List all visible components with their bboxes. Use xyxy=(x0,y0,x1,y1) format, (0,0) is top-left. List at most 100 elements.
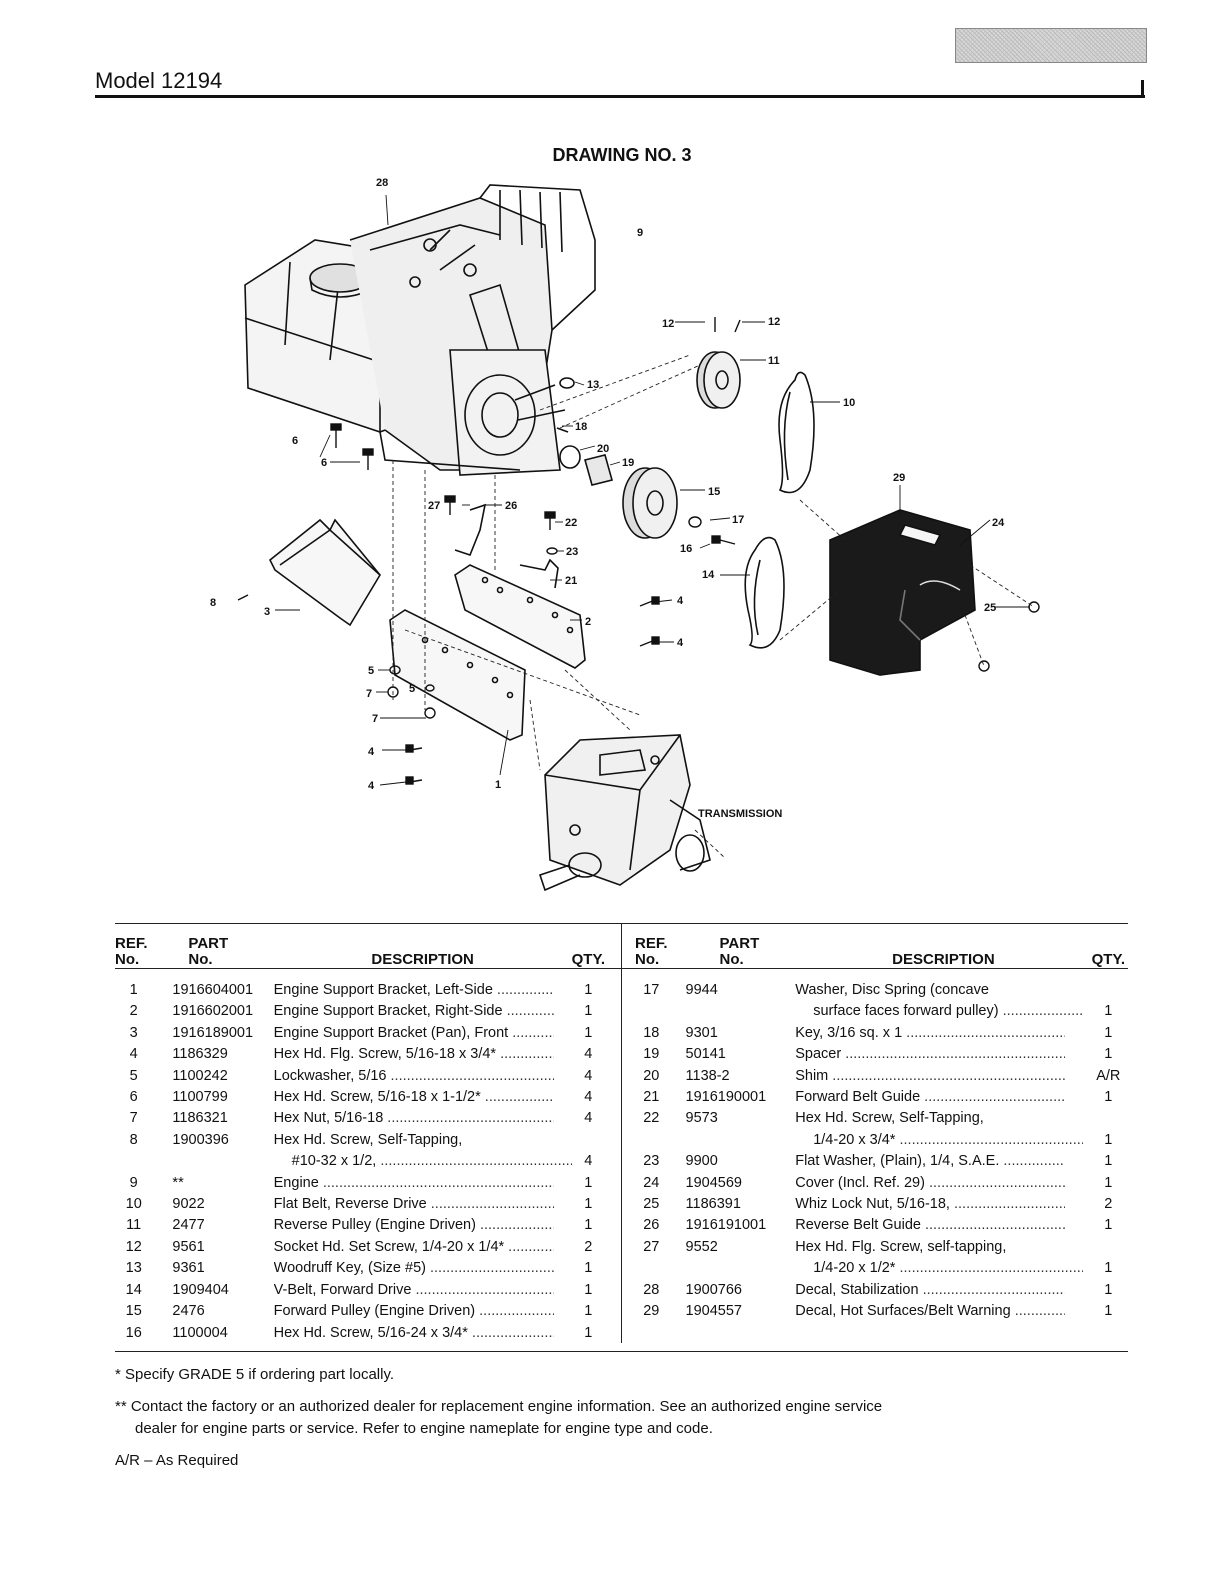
description-text: #10-32 x 1/2, xyxy=(274,1151,572,1172)
part-number-cell: 9573 xyxy=(685,1110,718,1127)
description-cell: Socket Hd. Set Screw, 1/4-20 x 1/4* xyxy=(274,1237,572,1258)
quantity-cell: 1 xyxy=(1104,1217,1113,1234)
quantity-cell: 4 xyxy=(584,1110,593,1127)
ref-cell: 27 xyxy=(643,1238,660,1255)
description-cell: Hex Nut, 5/16-18 xyxy=(274,1108,572,1129)
description-cell: Flat Washer, (Plain), 1/4, S.A.E. xyxy=(795,1151,1091,1172)
description-text: Hex Hd. Screw, 5/16-24 x 3/4* xyxy=(274,1323,554,1344)
callout-7b: 7 xyxy=(372,713,378,725)
description-text: Forward Belt Guide xyxy=(795,1087,1065,1108)
quantity-cell: 1 xyxy=(1104,1303,1113,1320)
header-tick xyxy=(1141,80,1144,98)
part-number-cell: 9944 xyxy=(685,982,718,998)
description-text: Woodruff Key, (Size #5) xyxy=(274,1258,554,1279)
table-bottom-rule xyxy=(115,1351,1128,1352)
description-cell: 1/4-20 x 3/4* xyxy=(795,1130,1091,1151)
part-number-cell: 1909404 xyxy=(172,1281,229,1298)
callout-6a: 6 xyxy=(292,435,298,447)
description-text: Decal, Hot Surfaces/Belt Warning xyxy=(795,1301,1065,1322)
quantity-cell xyxy=(1092,1108,1125,1129)
ref-cell xyxy=(115,1151,152,1172)
ref-cell: 9 xyxy=(129,1174,138,1191)
description-cell: Forward Belt Guide xyxy=(795,1087,1091,1108)
callout-13: 13 xyxy=(587,379,599,391)
description-cell: Flat Belt, Reverse Drive xyxy=(274,1194,572,1215)
part-number-cell: 9900 xyxy=(685,1153,718,1170)
description-cell: Reverse Belt Guide xyxy=(795,1215,1091,1236)
description-text: Shim xyxy=(795,1066,1065,1087)
quantity-cell xyxy=(1092,1237,1125,1258)
callout-6b: 6 xyxy=(321,457,327,469)
description-cell: Reverse Pulley (Engine Driven) xyxy=(274,1215,572,1236)
description-text: Engine Support Bracket (Pan), Front xyxy=(274,1023,554,1044)
quantity-cell: 4 xyxy=(584,1153,593,1170)
exploded-parts-diagram: 28 9 12 12 11 10 13 18 20 19 15 17 16 14… xyxy=(210,177,1040,892)
callout-8: 8 xyxy=(210,597,216,609)
table-row: 1/4-20 x 3/4*1 xyxy=(635,1130,1125,1151)
ref-cell: 15 xyxy=(125,1303,142,1320)
ref-cell: 16 xyxy=(125,1324,142,1341)
callout-20: 20 xyxy=(597,443,609,455)
flat-belt-shape xyxy=(778,371,815,494)
description-text: Washer, Disc Spring (concave xyxy=(795,982,989,998)
callout-16: 16 xyxy=(680,543,692,555)
description-text: Cover (Incl. Ref. 29) xyxy=(795,1173,1065,1194)
description-text: Key, 3/16 sq. x 1 xyxy=(795,1023,1065,1044)
ref-cell xyxy=(635,1258,668,1279)
description-text: Lockwasher, 5/16 xyxy=(274,1066,554,1087)
transmission-shape xyxy=(538,734,711,892)
description-text: 1/4-20 x 1/2* xyxy=(795,1258,1083,1279)
callout-28: 28 xyxy=(376,177,388,189)
description-text: V-Belt, Forward Drive xyxy=(274,1280,554,1301)
table-row: surface faces forward pulley)1 xyxy=(635,1001,1125,1022)
ref-cell: 19 xyxy=(643,1046,660,1063)
quantity-cell: 1 xyxy=(584,1024,593,1041)
reverse-belt-guide-shape xyxy=(454,503,487,556)
description-cell: surface faces forward pulley) xyxy=(795,1001,1091,1022)
quantity-cell: 1 xyxy=(584,1174,593,1191)
quantity-cell: 1 xyxy=(1104,1260,1113,1277)
model-title: Model 12194 xyxy=(95,68,223,93)
footnote-grade: * Specify GRADE 5 if ordering part local… xyxy=(115,1366,395,1383)
ref-cell: 1 xyxy=(129,982,138,998)
ref-cell: 17 xyxy=(643,982,660,998)
description-cell: Hex Hd. Screw, 5/16-24 x 3/4* xyxy=(274,1323,572,1344)
description-cell: Cover (Incl. Ref. 29) xyxy=(795,1173,1091,1194)
description-cell: Whiz Lock Nut, 5/16-18, xyxy=(795,1194,1091,1215)
col-ref-header: REF.No. xyxy=(115,935,148,968)
ref-cell: 28 xyxy=(643,1281,660,1298)
callout-7a: 7 xyxy=(366,688,372,700)
description-text: Whiz Lock Nut, 5/16-18, xyxy=(795,1194,1065,1215)
quantity-cell: 1 xyxy=(584,1281,593,1298)
ref-cell: 26 xyxy=(643,1217,660,1234)
description-cell: #10-32 x 1/2, xyxy=(274,1151,572,1172)
description-cell: Engine Support Bracket, Right-Side xyxy=(274,1001,572,1022)
description-cell: Key, 3/16 sq. x 1 xyxy=(795,1023,1091,1044)
quantity-cell: A/R xyxy=(1096,1067,1121,1084)
description-cell: Spacer xyxy=(795,1044,1091,1065)
part-number-cell: 1900396 xyxy=(172,1131,229,1148)
callout-19: 19 xyxy=(622,457,634,469)
part-number-cell: ** xyxy=(172,1174,184,1191)
quantity-cell: 1 xyxy=(584,1260,593,1277)
callout-25: 25 xyxy=(984,602,996,614)
footnote-engine: ** Contact the factory or an authorized … xyxy=(115,1398,883,1437)
quantity-cell: 1 xyxy=(1104,1089,1113,1106)
part-number-cell: 1904569 xyxy=(685,1174,742,1191)
description-text: Hex Nut, 5/16-18 xyxy=(274,1108,554,1129)
part-number-cell: 1916604001 xyxy=(172,982,254,998)
description-cell: Decal, Stabilization xyxy=(795,1280,1091,1301)
quantity-cell: 1 xyxy=(584,1217,593,1234)
part-number-cell: 1916189001 xyxy=(172,1024,254,1041)
callout-17: 17 xyxy=(732,514,744,526)
callout-2: 2 xyxy=(585,616,591,628)
